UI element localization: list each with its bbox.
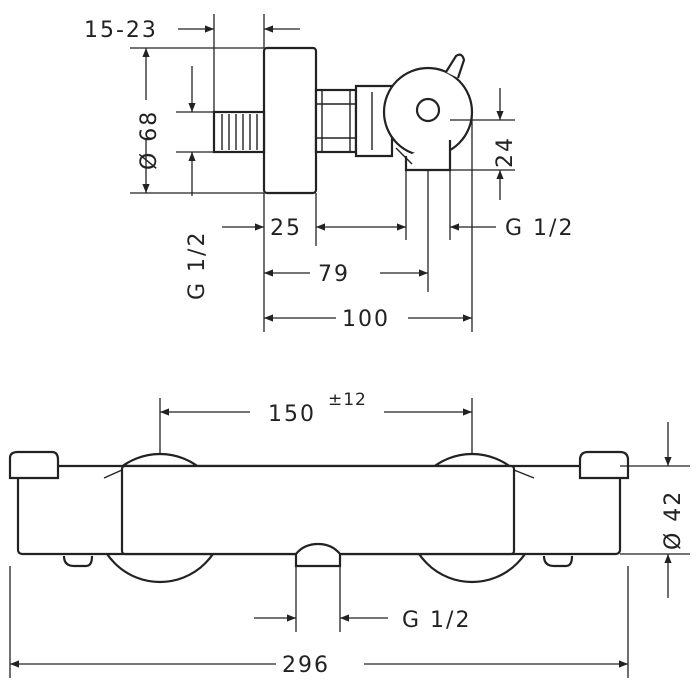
dim-79-label: 79 (318, 262, 350, 287)
side-view: 15-23 Ø 68 G 1/2 25 G 1/2 24 79 100 (84, 14, 574, 332)
valve-body (354, 84, 394, 158)
thread-lines (221, 114, 258, 150)
foot-right (542, 555, 574, 568)
dim-diameter-front-label: Ø 42 (661, 490, 686, 550)
handle-center (415, 97, 441, 123)
dim-spacing-tolerance: ±12 (328, 390, 367, 410)
end-cap-left (8, 450, 60, 480)
dim-thread-left-label: G 1/2 (185, 231, 210, 300)
dim-100-label: 100 (342, 307, 390, 332)
foot-left (62, 555, 94, 568)
dim-outlet-label: G 1/2 (402, 608, 471, 633)
handle-lever (445, 53, 466, 79)
dim-thread-right-label: G 1/2 (505, 216, 574, 241)
center-panel (120, 464, 516, 556)
wall-rosette (262, 46, 318, 195)
dim-24-label: 24 (493, 136, 518, 168)
end-cap-right (578, 450, 630, 480)
dim-diameter-side-label: Ø 68 (137, 110, 162, 170)
dim-25-label: 25 (270, 216, 302, 241)
front-view: 150 ±12 Ø 42 G 1/2 296 (8, 390, 690, 678)
dim-spacing-label: 150 (268, 402, 316, 427)
dim-depth-label: 15-23 (84, 18, 158, 43)
outlet-front (294, 542, 342, 568)
dim-length-label: 296 (282, 653, 330, 678)
